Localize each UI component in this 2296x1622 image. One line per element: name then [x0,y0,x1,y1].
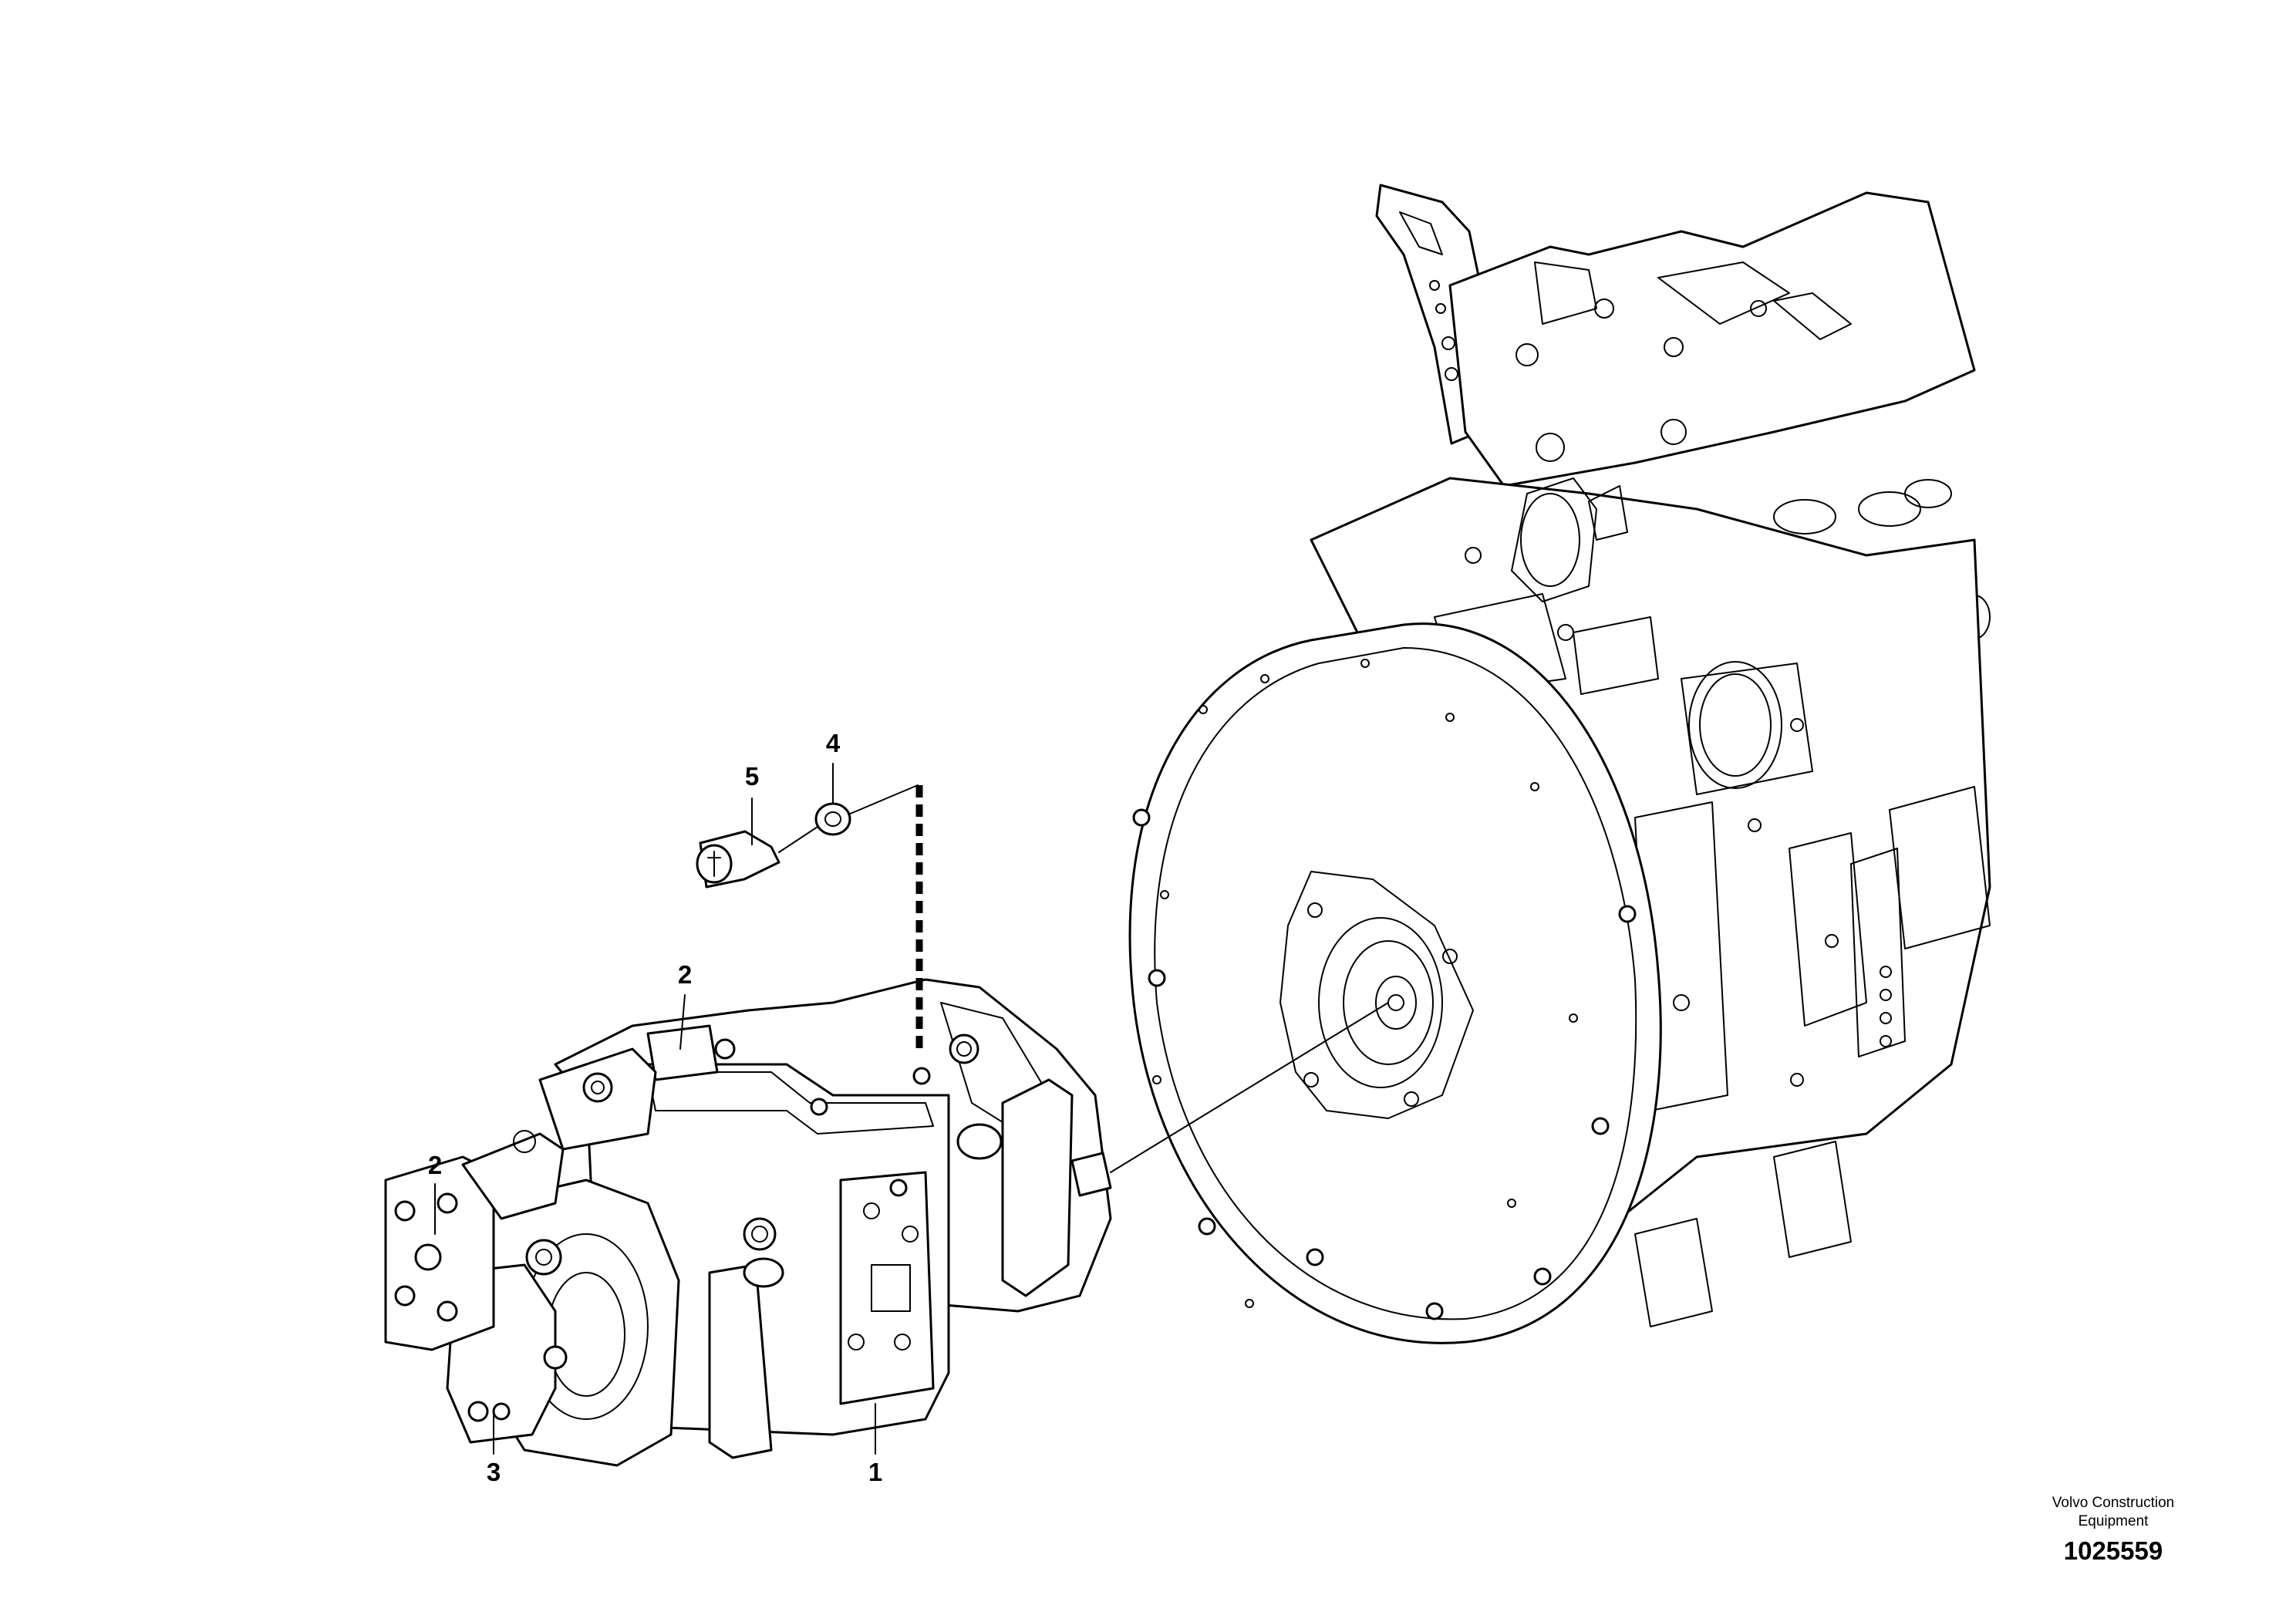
engine-assembly [1128,184,1991,1344]
publisher-name-line1: Volvo Construction [2052,1495,2174,1511]
hydraulic-pump-assembly [384,978,1112,1467]
screw-and-washer [696,802,851,889]
callout-3: 3 [487,1458,501,1486]
callout-labels: 1 2 2 3 4 5 [428,729,882,1486]
publisher-name-line2: Equipment [2079,1513,2149,1529]
assembly-lines [434,763,1389,1455]
callout-5: 5 [745,762,759,791]
callout-2-lower: 2 [428,1151,442,1179]
callout-1: 1 [868,1458,882,1486]
figure-number: 1025559 [2064,1536,2163,1565]
callout-2-upper: 2 [678,960,692,989]
callout-4: 4 [826,729,841,757]
figure-footer: Volvo Construction Equipment 1025559 [2052,1495,2174,1565]
